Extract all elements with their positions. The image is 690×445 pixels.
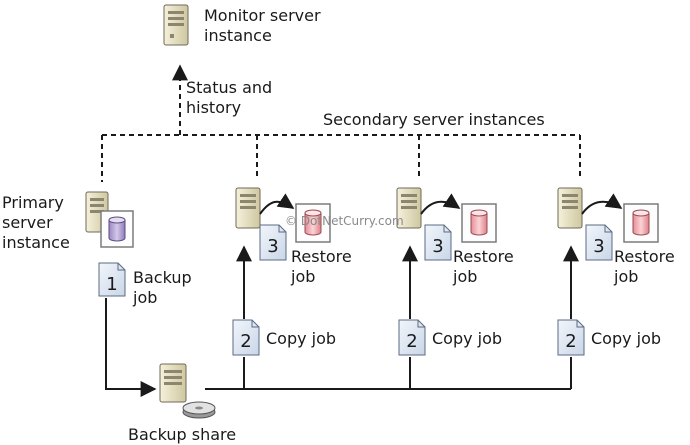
copy-job-label: Copy job	[591, 329, 662, 348]
backup-share-server-icon	[159, 363, 187, 403]
secondary-group-label: Secondary server instances	[323, 110, 545, 129]
primary-database-icon	[100, 210, 134, 248]
backup-share-disk-icon	[182, 401, 216, 419]
copy-job-number: 2	[565, 331, 576, 352]
secondary-database-icon	[623, 203, 659, 243]
secondary-server-instance: 32	[232, 187, 331, 389]
backup-flow-line	[105, 298, 157, 397]
restore-job-document-icon: 3	[424, 224, 452, 261]
backup-job-number: 1	[106, 274, 117, 295]
restore-job-number: 3	[593, 236, 604, 257]
copy-job-document-icon: 2	[557, 319, 585, 356]
restore-job-label: Restore job	[453, 247, 514, 286]
restore-arrow	[581, 193, 623, 215]
secondary-server-instance: 32	[396, 187, 497, 389]
copy-job-label: Copy job	[432, 329, 503, 348]
monitor-server-label: Monitor server instance	[204, 6, 321, 45]
restore-arrow	[259, 193, 295, 215]
backup-share-label: Backup share	[128, 425, 237, 444]
copy-job-number: 2	[406, 331, 417, 352]
restore-job-label: Restore job	[614, 247, 675, 286]
secondary-server-icon	[557, 187, 583, 229]
monitor-server-icon	[163, 4, 189, 46]
secondary-server-icon	[235, 187, 261, 229]
copy-job-document-icon: 2	[398, 319, 426, 356]
primary-server-label: Primary server instance	[2, 193, 70, 252]
backup-job-document-icon: 1	[98, 262, 126, 297]
copy-job-document-icon: 2	[232, 319, 260, 356]
backup-job-label: Backup job	[133, 268, 192, 307]
status-history-label: Status and history	[186, 78, 273, 117]
copy-job-number: 2	[240, 331, 251, 352]
restore-job-document-icon: 3	[259, 224, 287, 261]
secondary-server-instance: 32	[557, 187, 659, 389]
secondary-database-icon	[461, 203, 497, 243]
status-dashed-lines	[101, 64, 581, 182]
secondary-database-icon	[295, 203, 331, 243]
restore-arrow	[420, 193, 461, 215]
restore-job-document-icon: 3	[585, 224, 613, 261]
secondary-server-icon	[396, 187, 422, 229]
watermark-text: © DotNetCurry.com	[285, 214, 404, 228]
restore-job-number: 3	[267, 236, 278, 257]
restore-job-label: Restore job	[291, 247, 352, 286]
restore-job-number: 3	[432, 236, 443, 257]
copy-job-label: Copy job	[266, 329, 337, 348]
